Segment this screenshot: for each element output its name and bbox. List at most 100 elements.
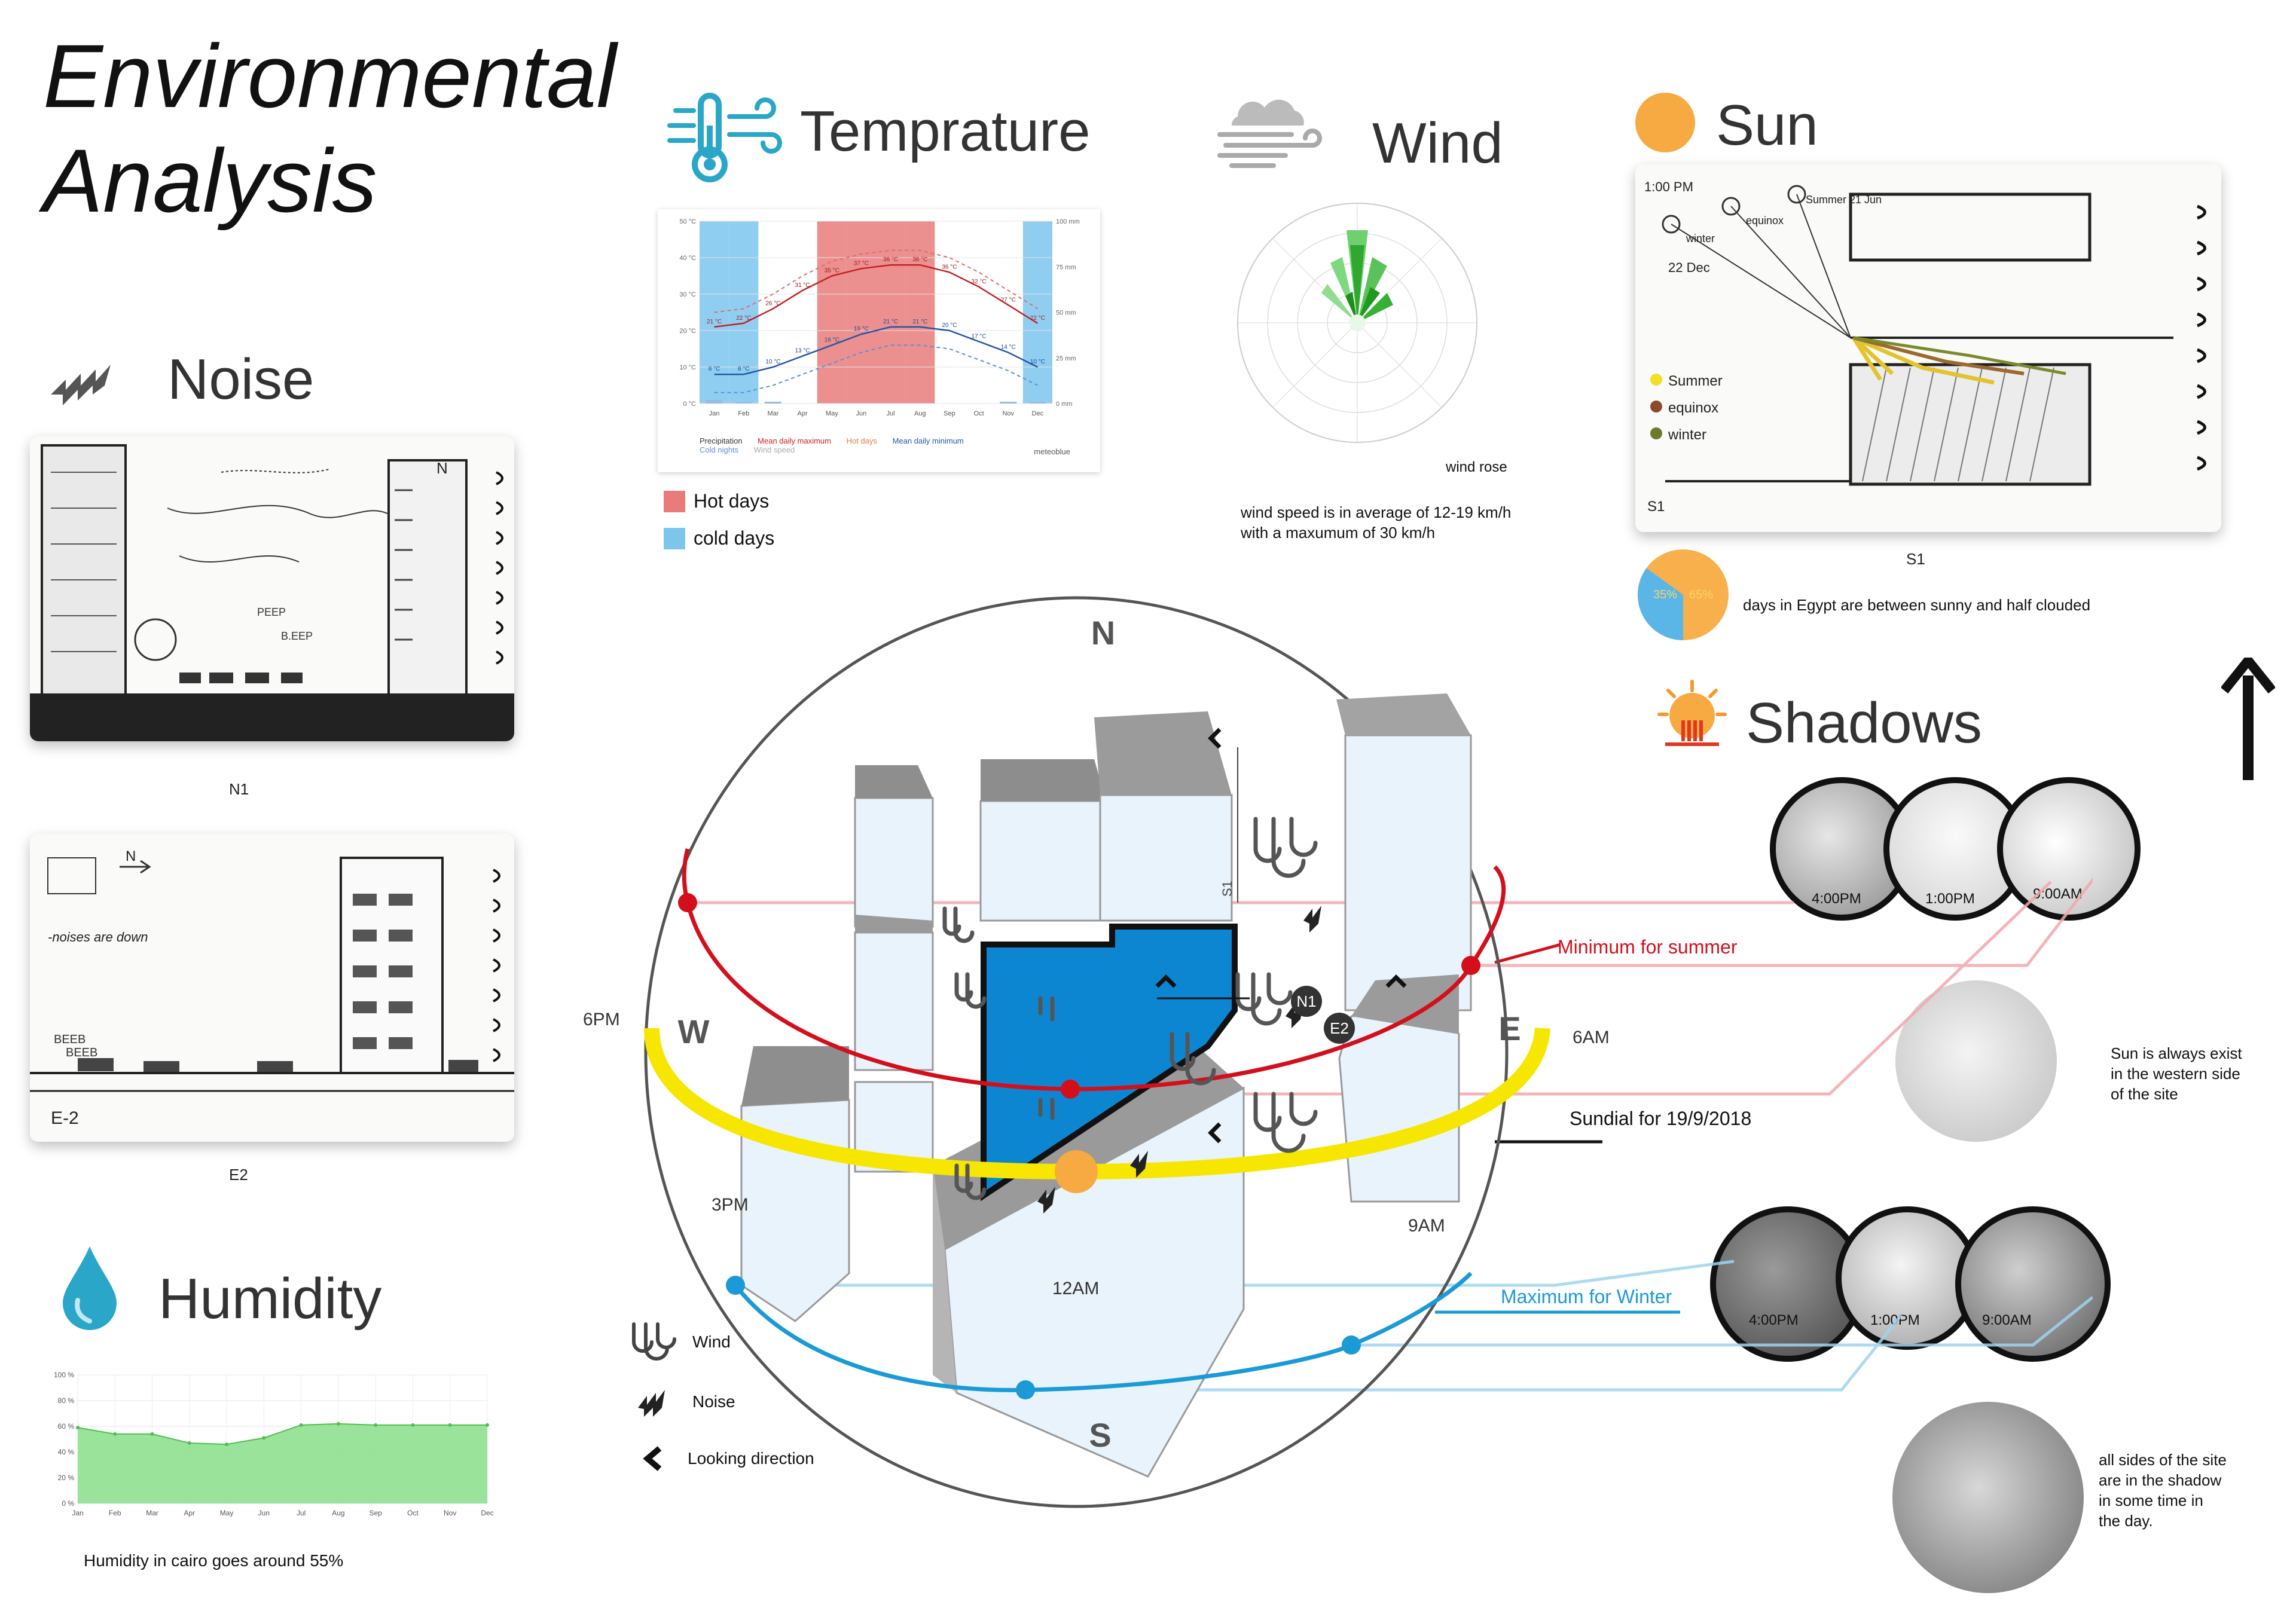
winter-time-4pm: 4:00PM	[1749, 1312, 1799, 1328]
max-data-label: 22 °C	[736, 315, 751, 322]
page-title: Environmental Analysis	[43, 24, 616, 233]
x-tick-label: Jul	[887, 410, 895, 417]
pie-label-sunny: 65%	[1689, 588, 1713, 601]
max-data-label: 22 °C	[1030, 315, 1045, 322]
sun-title: Sun	[1716, 93, 1818, 157]
humidity-point	[113, 1432, 117, 1436]
wind-rose-chart	[1237, 203, 1477, 443]
legend-precipitation: Precipitation	[700, 436, 743, 445]
noise-caption-e2: E2	[229, 1166, 248, 1184]
x-tick-label: Aug	[914, 410, 926, 417]
x-tick-label: Jan	[72, 1509, 83, 1517]
thermometer-wind-icon	[667, 93, 782, 182]
note1-line3: of the site	[2111, 1085, 2178, 1103]
sun-sketch-summer: Summer 21 Jun	[1806, 194, 1882, 206]
legend-noise-row: Noise	[635, 1384, 735, 1420]
shadow-summer-9am	[1997, 777, 2141, 921]
x-tick-label: Jul	[297, 1509, 306, 1517]
sun-key-winter: winter	[1668, 427, 1706, 443]
x-tick-label: Oct	[974, 410, 984, 417]
humidity-point	[486, 1423, 489, 1427]
x-tick-label: Nov	[1002, 410, 1014, 417]
x-tick-label: Apr	[184, 1509, 195, 1517]
humidity-point	[262, 1436, 266, 1440]
wind-caption: wind speed is in average of 12-19 km/h w…	[1241, 502, 1511, 543]
label-min-summer: Minimum for summer	[1558, 936, 1738, 958]
sketch-e2-north: N	[126, 848, 136, 864]
noise-title: Noise	[167, 347, 315, 411]
humidity-line	[77, 1423, 487, 1445]
humidity-point	[225, 1442, 229, 1447]
pie-label-cloudy: 35%	[1653, 588, 1677, 601]
x-tick-label: Nov	[444, 1509, 456, 1517]
noise-icon	[638, 1390, 665, 1417]
shadow-all-day-overview	[1892, 1402, 2084, 1593]
max-data-label: 27 °C	[1001, 297, 1016, 303]
humidity-area	[78, 1423, 487, 1503]
precipitation-bar	[735, 401, 752, 404]
sun-sketch-equinox: equinox	[1746, 215, 1784, 227]
x-tick-label: Feb	[109, 1509, 121, 1517]
y2-tick-label: 75 mm	[1056, 264, 1076, 271]
wind-title: Wind	[1372, 111, 1503, 175]
shadow-note-western: Sun is always exist in the western side …	[2111, 1043, 2242, 1104]
sketch-e2-label: E-2	[51, 1108, 79, 1128]
y2-tick-label: 25 mm	[1056, 355, 1076, 362]
summer-time-4pm: 4:00PM	[1812, 891, 1861, 907]
cold-days-label: cold days	[694, 527, 775, 549]
x-tick-label: Jun	[856, 410, 867, 417]
min-data-label: 17 °C	[972, 333, 987, 340]
y-tick-label: 60 %	[58, 1422, 75, 1431]
y-tick-label: 20 %	[58, 1474, 75, 1482]
humidity-point	[448, 1423, 452, 1427]
humidity-point	[374, 1423, 378, 1427]
legend-looking-row: Looking direction	[639, 1444, 814, 1474]
legend-wind-row: Wind	[628, 1321, 731, 1363]
y-tick-label: 10 °C	[679, 364, 696, 371]
looking-direction-marks	[1155, 728, 1407, 1144]
cold-band	[729, 221, 759, 404]
y-tick-label: 40 °C	[679, 255, 696, 262]
winter-time-9am: 9:00AM	[1982, 1312, 2032, 1328]
min-data-label: 19 °C	[854, 326, 869, 332]
min-data-label: 8 °C	[709, 366, 720, 372]
sun-sketch-label: S1	[1647, 499, 1665, 515]
legend-wind-label: Wind	[692, 1332, 731, 1351]
time-6pm: 6PM	[583, 1010, 620, 1029]
sun-caption-s1: S1	[1906, 550, 1925, 568]
x-tick-label: Apr	[798, 410, 808, 417]
time-12am: 12AM	[1052, 1279, 1099, 1298]
hot-band	[846, 221, 876, 404]
temperature-chart-legend: Precipitation Mean daily maximum Hot day…	[700, 436, 1082, 456]
min-data-label: 21 °C	[883, 319, 898, 325]
sketch-e2-note: -noises are down	[48, 930, 148, 945]
hot-band	[817, 221, 847, 404]
mean-max-line	[714, 264, 1039, 328]
y-tick-label: 20 °C	[679, 328, 696, 335]
hot-swatch	[664, 490, 685, 512]
cardinal-w: W	[678, 1013, 710, 1050]
humidity-point	[187, 1441, 191, 1445]
noise-sketch-n1: N PEEP B.EEP	[30, 436, 514, 741]
humidity-point	[336, 1422, 340, 1426]
noise-icon	[51, 365, 111, 405]
min-data-label: 10 °C	[765, 359, 780, 365]
humidity-point	[299, 1423, 303, 1427]
sun-sketch-time: 1:00 PM	[1644, 179, 1693, 194]
x-tick-label: Dec	[481, 1509, 493, 1517]
note2-line2: are in the shadow	[2099, 1471, 2222, 1489]
cold-nights-line	[714, 344, 1038, 393]
y-tick-label: 40 %	[58, 1448, 75, 1456]
marker-e2: E2	[1330, 1019, 1349, 1037]
max-data-label: 35 °C	[825, 268, 839, 274]
site-sun-path-diagram: N1 E2 S1 N S W E 6PM 6AM 3PM 9AM 12AM Mi…	[583, 596, 2093, 1508]
humidity-caption: Humidity in cairo goes around 55%	[84, 1551, 344, 1570]
mean-min-line	[714, 326, 1038, 375]
note1-line2: in the western side	[2111, 1065, 2240, 1083]
title-line-2: Analysis	[43, 130, 377, 231]
title-line-1: Environmental	[43, 26, 616, 126]
y-tick-label: 0 %	[62, 1499, 74, 1508]
x-tick-label: Jan	[709, 410, 720, 417]
